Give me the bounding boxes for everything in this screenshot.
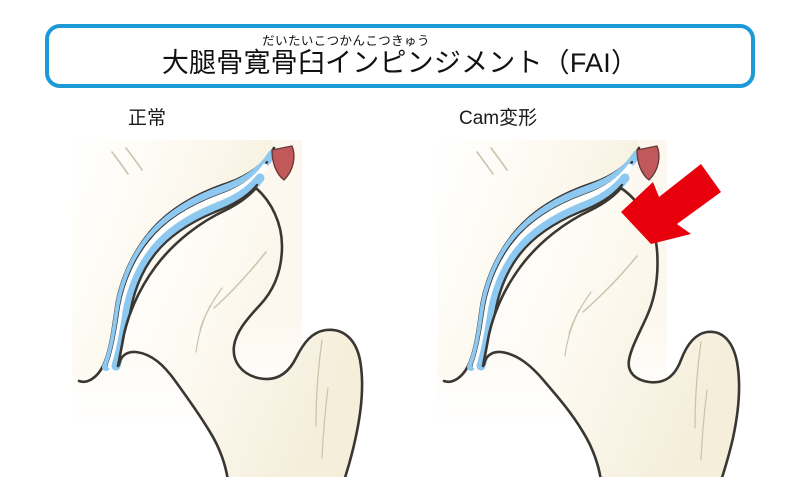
trabecular-line-3	[195, 305, 211, 353]
title-ruby-text: だいたいこつかんこつきゅう	[262, 33, 430, 48]
title-box: だいたいこつかんこつきゅう 大腿骨寛骨臼インピンジメント（FAI）	[45, 24, 755, 88]
labrum	[636, 145, 660, 181]
femur-bone	[481, 186, 741, 477]
joint-space	[472, 163, 633, 369]
panel-label-normal: 正常	[128, 108, 167, 129]
pelvis-bone	[72, 140, 274, 379]
pelvis-bone	[437, 140, 639, 379]
trabecular-line-1	[213, 251, 267, 309]
labrum	[271, 145, 295, 181]
pelvis-hatch-1	[111, 151, 129, 175]
trabecular-line-5	[700, 389, 708, 461]
title-stack: だいたいこつかんこつきゅう 大腿骨寛骨臼インピンジメント（FAI）	[49, 28, 751, 84]
joint-space	[107, 163, 268, 369]
pelvis-hatch-2	[490, 147, 508, 171]
pelvis-hatch-2	[125, 147, 143, 171]
trabecular-line-5	[321, 387, 329, 459]
illustration-cam-deformity	[425, 140, 755, 477]
panel-label-cam: Cam変形	[459, 108, 538, 129]
page-title: 大腿骨寛骨臼インピンジメント（FAI）	[161, 47, 639, 78]
illustration-normal-hip	[60, 140, 390, 477]
pelvis-hatch-1	[476, 151, 494, 175]
cam-arrow	[621, 164, 721, 244]
trabecular-line-1	[582, 255, 638, 313]
trabecular-line-3	[564, 309, 580, 357]
arrow-icon	[621, 164, 721, 244]
trabecular-line-4	[315, 339, 323, 427]
trabecular-line-4	[694, 341, 702, 429]
femur-bone	[116, 186, 364, 477]
